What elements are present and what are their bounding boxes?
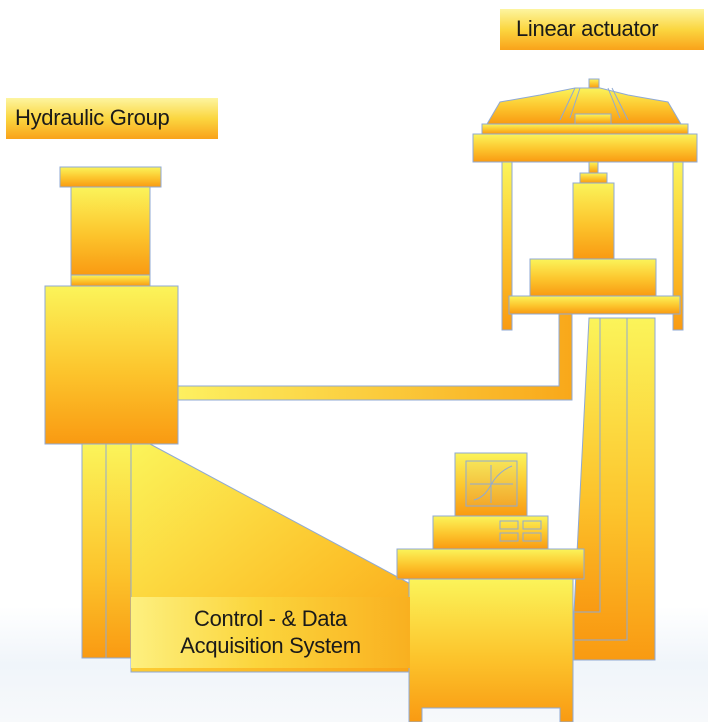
controller-button-2	[522, 520, 542, 530]
hydraulic-to-actuator-pipe	[177, 312, 573, 401]
actuator-column-left	[501, 161, 513, 331]
hydraulic-cap	[59, 166, 162, 188]
actuator-crosshead-top	[481, 123, 689, 135]
linear-actuator-label: Linear actuator	[500, 9, 704, 50]
linear-actuator-unit	[472, 78, 698, 331]
hydraulic-down-pipe-left	[81, 443, 107, 659]
hydraulic-down-pipe-mid	[105, 443, 132, 659]
control-system-label: Control - & Data Acquisition System	[131, 597, 410, 668]
actuator-rod	[588, 161, 599, 174]
actuator-crosshead	[472, 133, 698, 163]
control-system-label-line2: Acquisition System	[180, 633, 361, 658]
actuator-crown-plate	[574, 113, 612, 125]
monitor-curve	[473, 465, 513, 501]
hydraulic-band	[70, 274, 151, 287]
actuator-platen	[529, 258, 657, 297]
hydraulic-tank	[44, 285, 179, 445]
hydraulic-upper-block	[70, 186, 151, 276]
controller-button-3	[499, 532, 519, 542]
desk-top	[396, 548, 585, 580]
controller-button-1	[499, 520, 519, 530]
control-system-label-line1: Control - & Data	[194, 606, 347, 631]
desk-body	[408, 578, 574, 722]
hydraulic-group-unit	[44, 166, 179, 445]
actuator-crown-knob	[588, 78, 600, 89]
actuator-crown	[486, 87, 682, 125]
actuator-rod-cap	[579, 172, 608, 184]
hydraulic-group-label: Hydraulic Group	[6, 98, 218, 139]
actuator-base	[508, 295, 681, 315]
controller-button-4	[522, 532, 542, 542]
actuator-cylinder	[572, 182, 615, 260]
control-console-unit	[396, 452, 585, 722]
actuator-column-right	[672, 161, 684, 331]
actuator-cable-3	[573, 317, 656, 661]
